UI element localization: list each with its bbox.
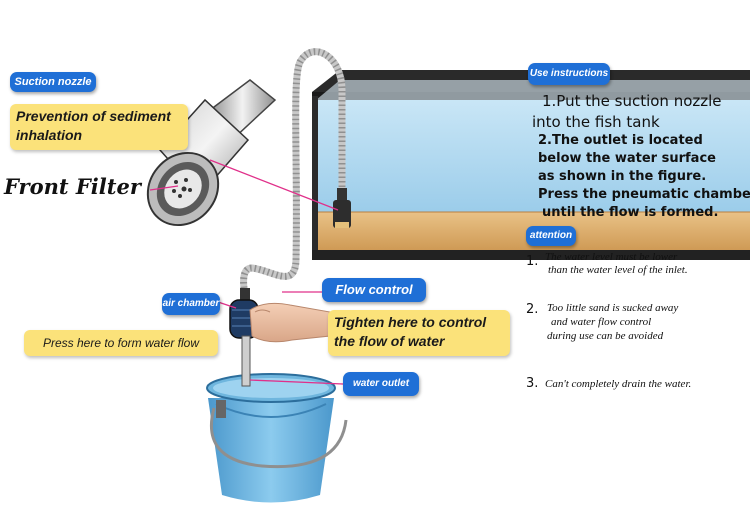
attention-2-line2: and water flow control (551, 316, 652, 328)
step1-line2: into the fish tank (532, 113, 660, 131)
prevention-callout: Prevention of sediment inhalation (10, 104, 188, 150)
attention-number-3: 3. (526, 376, 539, 391)
water-outlet-tag: water outlet (343, 372, 419, 396)
tighten-callout: Tighten here to control the flow of wate… (328, 310, 510, 356)
step2-line5: until the flow is formed. (542, 205, 719, 220)
attention-1-line1: The water level must be lower (545, 251, 678, 263)
step2-line1: 2.The outlet is located (538, 133, 703, 148)
attention-number-1: 1. (526, 254, 539, 269)
attention-3-line1: Can't completely drain the water. (545, 378, 692, 390)
use-instructions-tag: Use instructions (528, 63, 610, 85)
attention-2-line1: Too little sand is sucked away (547, 302, 679, 314)
step2-line3: as shown in the figure. (538, 169, 707, 184)
hand (249, 302, 331, 343)
step1-line1: 1.Put the suction nozzle (542, 92, 722, 110)
flow-control-tag: Flow control (322, 278, 426, 302)
step2-line4: Press the pneumatic chamber (538, 187, 750, 202)
attention-number-2: 2. (526, 302, 539, 317)
attention-tag: attention (526, 226, 576, 246)
bucket (206, 373, 348, 503)
attention-1-line2: than the water level of the inlet. (548, 264, 688, 276)
press-here-callout: Press here to form water flow (24, 330, 218, 356)
air-chamber-tag: air chamber (162, 293, 220, 315)
attention-2-line3: during use can be avoided (547, 330, 664, 342)
suction-nozzle-tag: Suction nozzle (10, 72, 96, 92)
leader-lines (149, 159, 344, 385)
suction-nozzle-in-tank (333, 188, 351, 228)
front-filter-closeup (146, 79, 277, 227)
fish-tank (312, 70, 750, 260)
front-filter-label: Front Filter (4, 174, 141, 199)
step2-line2: below the water surface (538, 151, 716, 166)
